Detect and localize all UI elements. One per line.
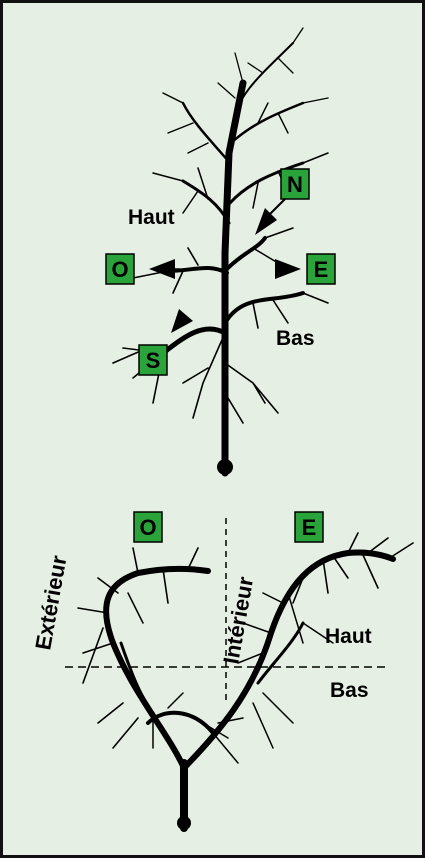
lower-markers: O E [134, 512, 323, 542]
svg-text:N: N [287, 172, 303, 197]
arrow-east [275, 259, 301, 279]
svg-text:S: S [146, 348, 161, 373]
upper-tree [113, 28, 328, 475]
svg-text:O: O [111, 257, 128, 282]
upper-top-label: Haut [128, 206, 175, 229]
interior-label: Intérieur [218, 574, 258, 665]
svg-text:E: E [314, 257, 329, 282]
arrow-south [171, 309, 193, 333]
marker-north: N [281, 169, 309, 199]
lower-top-label: Haut [325, 625, 372, 648]
upper-bottom-label: Bas [276, 327, 315, 350]
lower-east-letter: E [302, 515, 317, 540]
marker-east: E [307, 254, 335, 284]
marker-south: S [139, 345, 167, 375]
marker-west: O [106, 254, 134, 284]
lower-west-letter: O [139, 515, 156, 540]
exterior-label: Extérieur [30, 553, 71, 652]
arrow-west [149, 259, 175, 279]
lower-bottom-label: Bas [330, 679, 369, 702]
arrow-north [255, 208, 277, 235]
tree-diagram: N E O S Haut Bas O E [3, 3, 425, 861]
